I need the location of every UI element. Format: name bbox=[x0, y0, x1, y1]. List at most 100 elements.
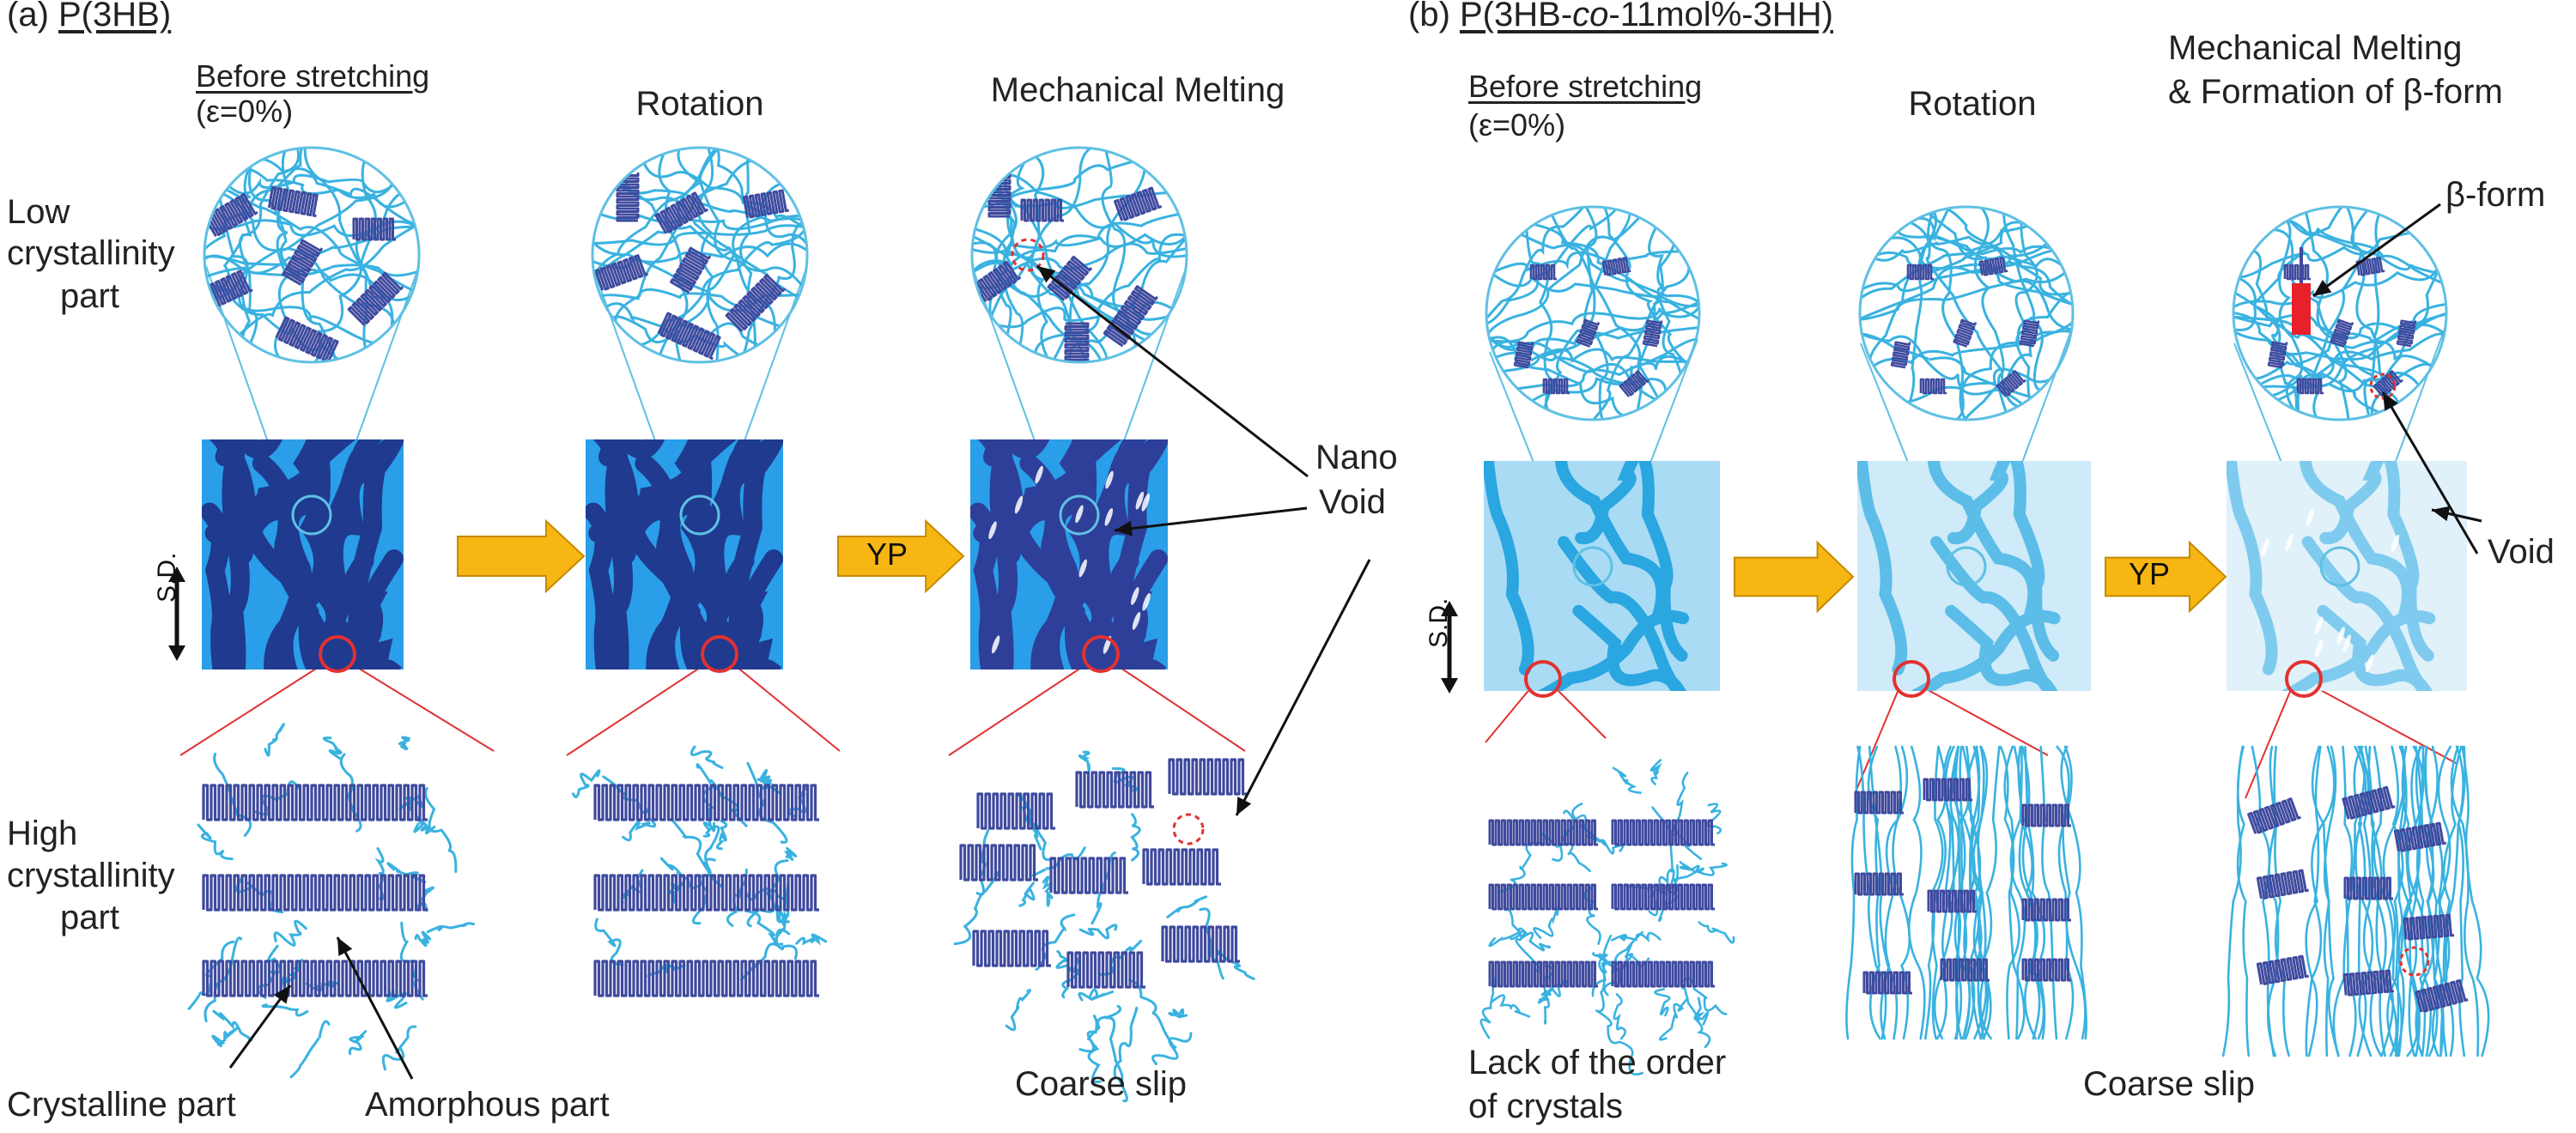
amorphous-chain bbox=[1868, 207, 1953, 370]
crystal-lamella bbox=[2021, 898, 2071, 922]
amorphous-chain bbox=[234, 222, 419, 340]
crystal-lamella bbox=[1103, 285, 1158, 348]
panel-a-coarse-slip-label: Coarse slip bbox=[1014, 1065, 1188, 1103]
network-branch bbox=[341, 551, 384, 670]
beta-form-label: β-form bbox=[2445, 176, 2546, 214]
amorphous-chain bbox=[795, 933, 828, 946]
amorphous-chain bbox=[2233, 207, 2355, 331]
high-crystallinity-label-1: High bbox=[7, 815, 78, 852]
amorphous-chain bbox=[1078, 1004, 1122, 1053]
nano-void-marker bbox=[1011, 238, 1045, 272]
pointer-line bbox=[1114, 506, 1308, 532]
zoom-line-lower bbox=[2245, 687, 2293, 799]
crystal-lamella bbox=[1488, 883, 1598, 911]
morphology-blocks bbox=[202, 439, 2467, 698]
amorphous-chain bbox=[1563, 809, 1607, 846]
crystal-lamella bbox=[1996, 370, 2026, 397]
crystal-lamella bbox=[1940, 958, 1990, 982]
nano-void-pointer bbox=[1036, 264, 1309, 478]
block-a-before bbox=[202, 439, 404, 670]
yield-arrow bbox=[837, 518, 965, 594]
crystal-lamella bbox=[670, 246, 712, 294]
amorphous-chain bbox=[204, 148, 327, 261]
amorphous-chain bbox=[1893, 367, 2063, 403]
amorphous-chain bbox=[572, 769, 601, 799]
amorphous-chain bbox=[2278, 216, 2304, 419]
crystal-lamella bbox=[973, 260, 1022, 303]
zoom-line-lower bbox=[179, 662, 326, 756]
void-streak bbox=[1104, 507, 1114, 526]
crystal-lamella bbox=[959, 844, 1038, 882]
zoom-line-lower bbox=[1923, 687, 2049, 756]
amorphous-chain bbox=[716, 820, 728, 851]
pointer-head bbox=[2383, 392, 2398, 411]
crystal-lamella bbox=[1978, 257, 2008, 276]
amorphous-chain bbox=[1078, 924, 1118, 940]
network-branch bbox=[1928, 461, 2040, 622]
crystal-lamella bbox=[1161, 925, 1240, 963]
crystal-lamella bbox=[593, 784, 819, 821]
amorphous-chain bbox=[1705, 803, 1722, 835]
void-streak bbox=[2366, 654, 2374, 673]
void-streak bbox=[991, 635, 1000, 654]
crystal-lamella bbox=[347, 271, 404, 326]
void-streak bbox=[2314, 616, 2324, 634]
amorphous-chain bbox=[2380, 745, 2407, 1057]
network-branch bbox=[1572, 604, 1687, 691]
circle-contents bbox=[592, 148, 807, 362]
pointer-head bbox=[2313, 279, 2332, 296]
panel-b-yield-point-label: YP bbox=[2129, 556, 2171, 591]
amorphous-chain bbox=[1654, 988, 1671, 1017]
low-crystallinity-label-2: crystallinity bbox=[7, 234, 175, 272]
amorphous-chain bbox=[1078, 988, 1115, 1002]
crystal-lamella bbox=[2342, 969, 2395, 997]
amorphous-chain bbox=[2395, 745, 2423, 1057]
crystal-lamella bbox=[657, 312, 721, 360]
zoom-line-lower bbox=[731, 662, 841, 752]
magnified-circle-outline bbox=[591, 146, 809, 364]
zoom-lines bbox=[179, 265, 2458, 799]
amorphous-chain bbox=[2251, 745, 2275, 1057]
amorphous-chain bbox=[1104, 1016, 1128, 1103]
zoom-line-lower bbox=[948, 662, 1090, 756]
nano-void-label-2: Void bbox=[1319, 483, 1386, 521]
crystal-lamella bbox=[1642, 319, 1663, 348]
crystal-lamella bbox=[1890, 341, 1911, 369]
zoom-line-lower bbox=[1485, 687, 1532, 743]
amorphous-chain bbox=[2013, 745, 2045, 1040]
zoom-line-lower bbox=[1554, 687, 1607, 739]
nano-void-marker bbox=[1172, 813, 1205, 845]
amorphous-chain bbox=[1542, 207, 1631, 415]
crystal-lamella bbox=[1576, 318, 1601, 348]
zoom-source-circle bbox=[2319, 546, 2360, 587]
amorphous-chain bbox=[1018, 882, 1036, 907]
amorphous-chain bbox=[2461, 745, 2490, 1057]
void-streak bbox=[1035, 465, 1043, 484]
crystal-lamella bbox=[2256, 869, 2309, 900]
amorphous-chain bbox=[2284, 214, 2446, 286]
amorphous-chain bbox=[1999, 745, 2026, 1040]
amorphous-chain bbox=[1936, 207, 2073, 309]
crystal-lamella bbox=[1488, 819, 1598, 846]
network-branch bbox=[1575, 461, 1639, 544]
crystal-lamella bbox=[1066, 951, 1145, 989]
amorphous-chain bbox=[1612, 766, 1642, 794]
zoom-source-circle bbox=[1946, 546, 1987, 587]
network-branch bbox=[2384, 461, 2434, 662]
circle-contents bbox=[1486, 207, 1699, 420]
block-a-rotation bbox=[586, 439, 783, 670]
amorphous-chain bbox=[1868, 223, 2036, 262]
network-branch bbox=[215, 439, 283, 467]
nano-void-label-1: Nano bbox=[1315, 439, 1398, 476]
amorphous-chain bbox=[1496, 297, 1699, 373]
amorphous-chain bbox=[1860, 267, 2070, 322]
amorphous-chain bbox=[726, 869, 748, 927]
network-branch bbox=[721, 551, 763, 670]
amorphous-chain bbox=[1958, 307, 2073, 420]
amorphous-chain bbox=[997, 173, 1187, 258]
amorphous-chain bbox=[1510, 930, 1552, 952]
void-streak bbox=[2336, 627, 2345, 645]
network-branch bbox=[2317, 604, 2433, 691]
amorphous-chain bbox=[1515, 230, 1699, 313]
